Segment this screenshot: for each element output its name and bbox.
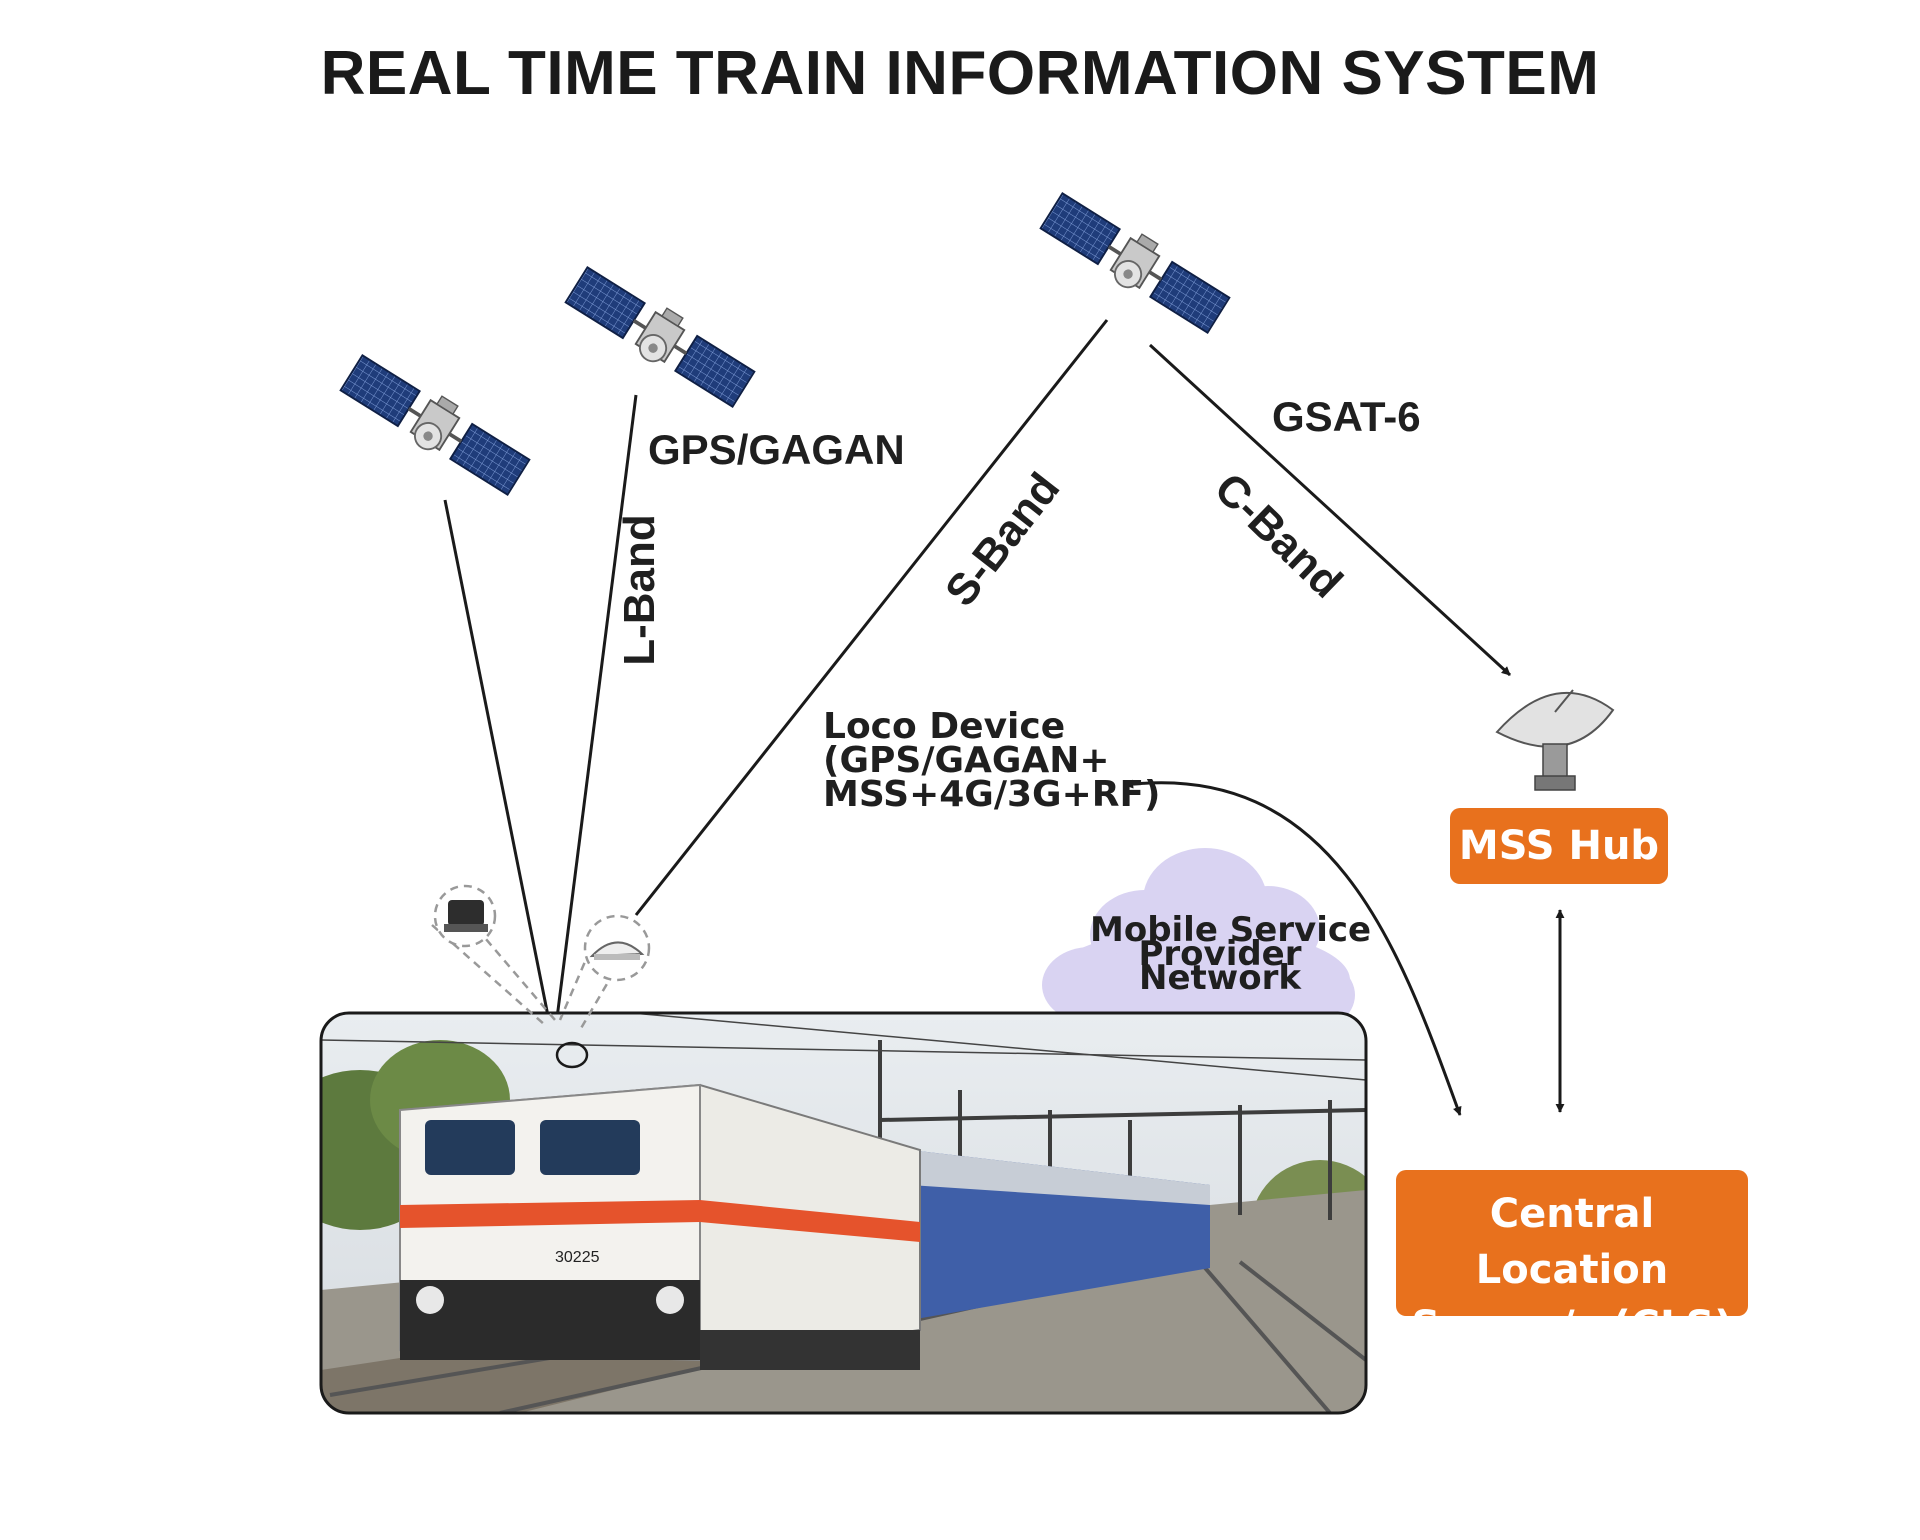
satellite-icon-gps [560,262,761,412]
train-photo-frame [319,1011,1368,1415]
satellite-dish-icon [1495,689,1615,791]
link-s-band [634,319,1109,916]
loco-line-3: MSS+4G/3G+RF) [823,774,1161,815]
cloud-icon [1042,848,1355,1033]
label-gsat6: GSAT-6 [1272,393,1421,440]
label-mobile-network: Mobile Service Provider Network [1090,910,1372,998]
label-loco-device: Loco Device (GPS/GAGAN+ MSS+4G/3G+RF) [823,706,1161,815]
link-sat-left-to-train [443,499,553,1027]
link-loco-to-cls [1124,779,1462,1116]
train-photo: 30225 [321,1013,1366,1413]
mss-hub-box: MSS Hub [1450,808,1668,884]
loco-line-2: (GPS/GAGAN+ [823,740,1110,781]
satellite-icon-gsat6 [1035,188,1236,338]
link-l-band [552,394,638,1027]
mss-terminal-icon [444,900,488,932]
cls-line-2: Server/s (CLS) [1411,1303,1733,1349]
link-c-band [1148,343,1512,677]
cls-line-1: Central Location [1475,1191,1669,1293]
label-l-band: L-Band [615,514,664,666]
cls-box: Central Location Server/s (CLS) [1396,1170,1748,1349]
gps-antenna-icon [589,941,645,960]
satellite-icon-left [335,350,536,500]
signal-lines [443,319,1565,1116]
svg-text:30225: 30225 [555,1249,600,1266]
page-title: REAL TIME TRAIN INFORMATION SYSTEM [320,39,1600,108]
msp-line-1: Mobile Service [1090,910,1372,950]
msp-line-2: Provider [1138,934,1302,974]
loco-line-1: Loco Device [823,706,1066,747]
msp-line-3: Network [1139,958,1301,998]
label-gps-gagan: GPS/GAGAN [648,426,905,473]
